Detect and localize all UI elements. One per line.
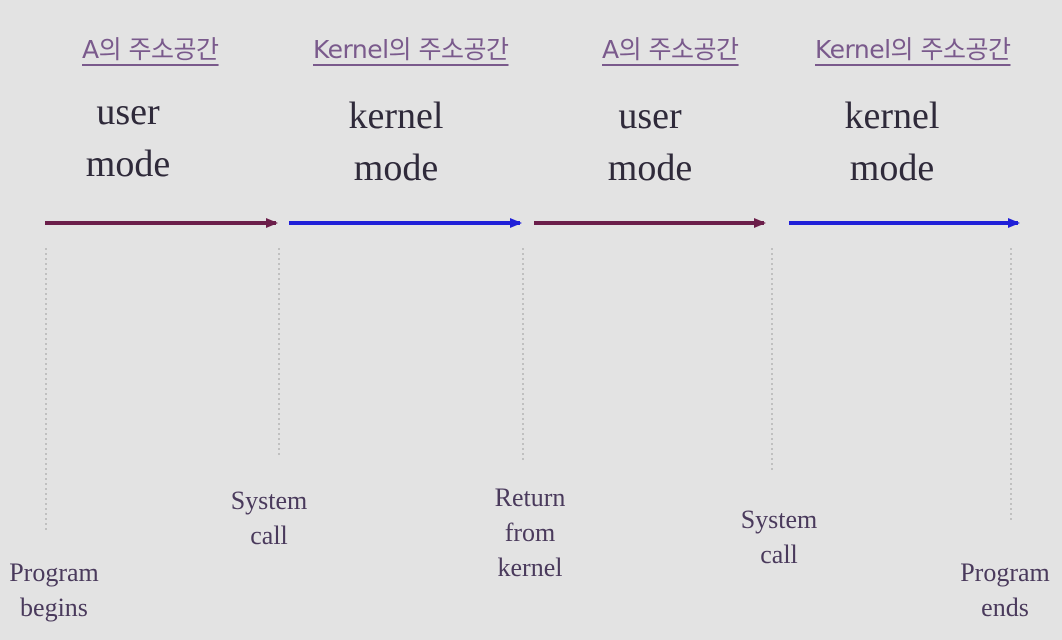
mode-label-3-line2: mode [607, 147, 693, 189]
event-label-3-line1: Return [494, 483, 566, 512]
address-space-label-1: A의 주소공간 [82, 35, 219, 64]
event-label-4-line2: call [760, 540, 798, 569]
address-space-label-3: A의 주소공간 [602, 35, 739, 64]
mode-label-1: user mode [68, 86, 188, 190]
event-label-2-line2: call [250, 521, 288, 550]
mode-label-4-line2: mode [849, 147, 935, 189]
event-label-program-ends: Program ends [950, 555, 1060, 625]
address-space-label-4: Kernel의 주소공간 [815, 35, 1011, 64]
mode-label-2-line2: mode [353, 147, 439, 189]
event-label-5-line2: ends [981, 593, 1029, 622]
mode-label-4-line1: kernel [844, 95, 940, 137]
event-label-3-line2: from [504, 518, 556, 547]
event-label-5-line1: Program [960, 558, 1050, 587]
mode-label-3: user mode [590, 90, 710, 194]
event-label-2-line1: System [230, 486, 308, 515]
mode-label-4: kernel mode [822, 90, 962, 194]
event-label-system-call-2: System call [724, 502, 834, 572]
mode-label-2: kernel mode [326, 90, 466, 194]
mode-label-3-line1: user [618, 95, 682, 137]
mode-label-1-line1: user [96, 91, 160, 133]
event-label-3-line3: kernel [497, 553, 563, 582]
event-label-system-call-1: System call [214, 483, 324, 553]
event-label-1-line1: Program [9, 558, 99, 587]
event-label-4-line1: System [740, 505, 818, 534]
event-label-program-begins: Program begins [0, 555, 108, 625]
mode-label-1-line2: mode [85, 143, 171, 185]
event-label-1-line2: begins [20, 593, 88, 622]
address-space-label-2: Kernel의 주소공간 [313, 35, 509, 64]
event-label-return-from-kernel: Return from kernel [474, 480, 586, 585]
mode-label-2-line1: kernel [348, 95, 444, 137]
